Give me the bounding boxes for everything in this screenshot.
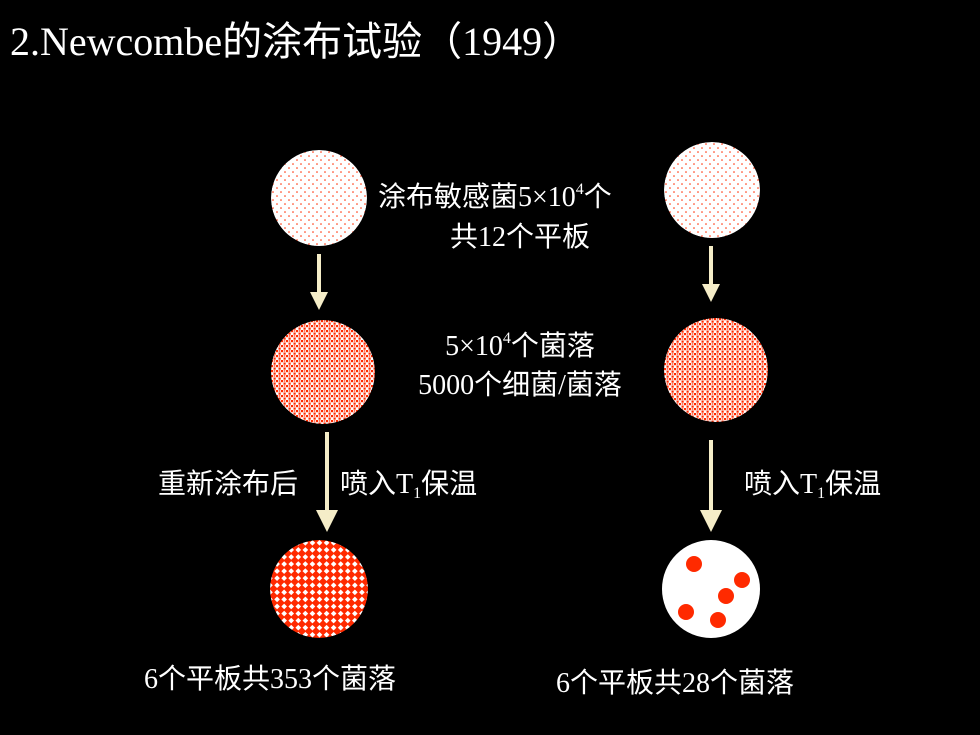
right-spray-label: 喷入T1保温	[744, 469, 882, 502]
step1-label-line1: 涂布敏感菌5×104个	[378, 181, 612, 214]
arrow-down-icon	[702, 246, 720, 302]
plate-right-colonies	[664, 318, 768, 422]
step2-label-line1: 5×104个菌落	[445, 330, 595, 363]
arrow-down-icon	[316, 432, 338, 532]
step2-label-line2: 5000个细菌/菌落	[418, 370, 622, 401]
arrow-down-icon	[310, 254, 328, 310]
left-result-label: 6个平板共353个菌落	[144, 664, 397, 695]
step1-label-line2: 共12个平板	[449, 222, 590, 253]
arrow-down-icon	[700, 440, 722, 532]
plate-left-resistant-many	[270, 540, 368, 638]
right-result-label: 6个平板共28个菌落	[556, 668, 795, 699]
left-respread-label: 重新涂布后	[158, 469, 299, 500]
slide-title: 2.Newcombe的涂布试验（1949）	[10, 19, 583, 64]
left-spray-label: 喷入T1保温	[340, 469, 478, 502]
plate-right-initial	[664, 142, 760, 238]
plate-left-colonies	[271, 320, 375, 424]
plate-left-initial	[271, 150, 367, 246]
plate-right-resistant-few	[662, 540, 760, 638]
